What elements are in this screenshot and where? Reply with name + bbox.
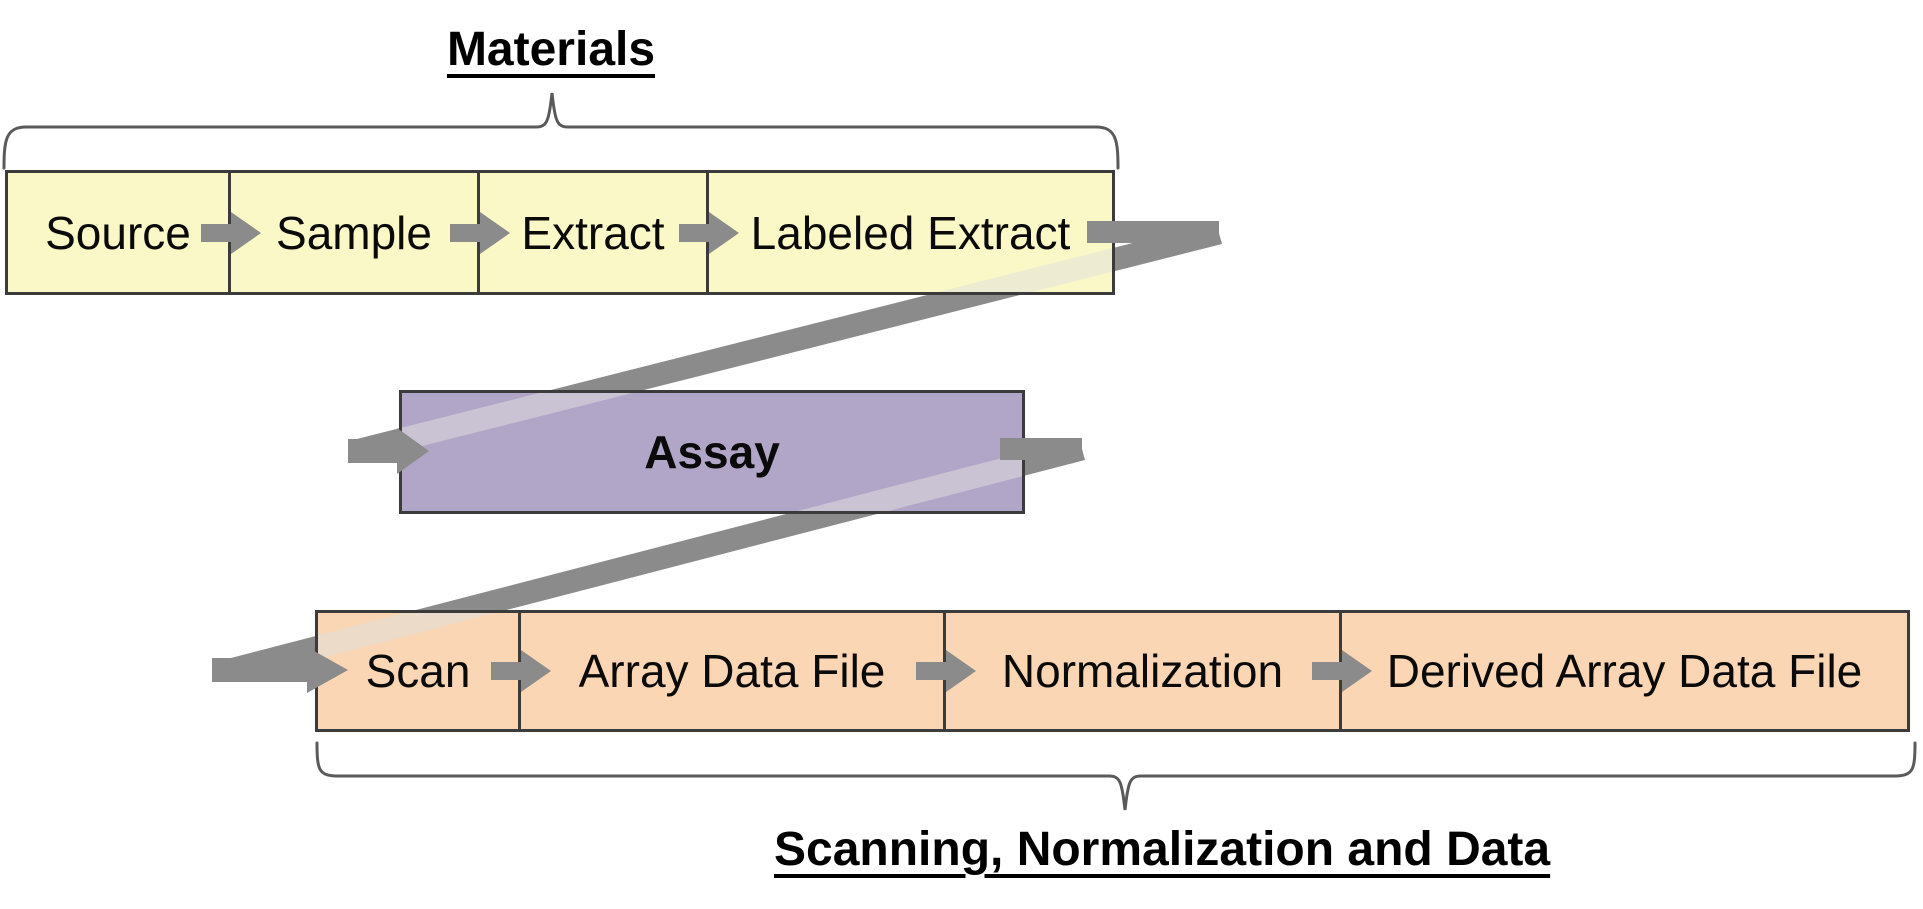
flow-box-label: Normalization xyxy=(1001,645,1284,697)
flow-box-source: Source xyxy=(5,170,231,295)
flow-box-sample: Sample xyxy=(228,170,480,295)
flow-box-label: Derived Array Data File xyxy=(1386,645,1863,697)
flow-box-scan: Scan xyxy=(315,610,521,732)
flow-box-label: Labeled Extract xyxy=(750,206,1071,259)
flow-box-array-data-file: Array Data File xyxy=(518,610,946,732)
scanning-brace xyxy=(315,741,1917,811)
flow-box-extract: Extract xyxy=(477,170,709,295)
flow-box-derived-array-data-file: Derived Array Data File xyxy=(1339,610,1910,732)
flow-box-assay: Assay xyxy=(399,390,1025,514)
flow-box-label: Scan xyxy=(365,645,471,697)
flow-box-label: Extract xyxy=(521,206,665,259)
flow-box-label: Sample xyxy=(276,206,432,259)
flow-box-labeled-extract: Labeled Extract xyxy=(706,170,1115,295)
materials-brace xyxy=(2,92,1120,170)
flow-box-normalization: Normalization xyxy=(943,610,1342,732)
flow-box-label: Array Data File xyxy=(578,645,886,697)
flow-box-label: Source xyxy=(45,206,191,259)
scanning-group-title: Scanning, Normalization and Data xyxy=(774,823,1551,876)
flow-box-label: Assay xyxy=(644,426,780,478)
materials-group-title: Materials xyxy=(446,23,656,76)
